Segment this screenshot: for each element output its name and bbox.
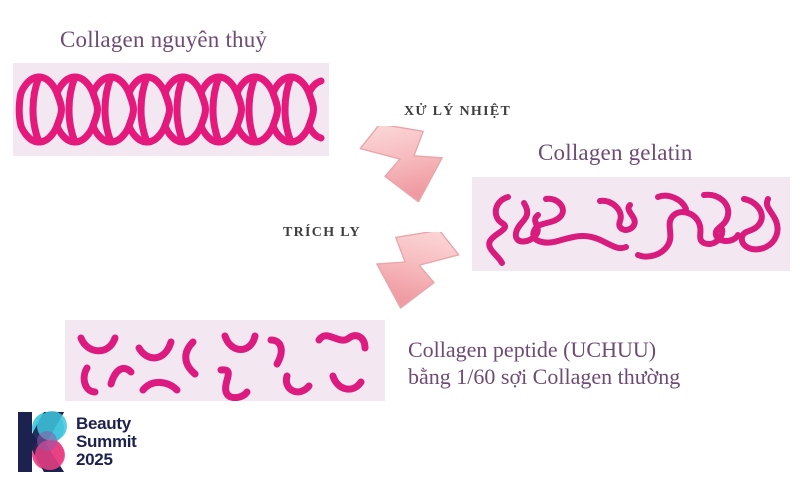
step-label-heat-treatment: XỬ LÝ NHIỆT xyxy=(404,104,512,119)
collagen-peptide-label-line1: Collagen peptide (UCHUU) xyxy=(408,337,657,362)
logo-line-3: 2025 xyxy=(76,450,113,469)
collagen-peptide-panel xyxy=(65,320,385,401)
arrow-down-left-icon xyxy=(365,229,467,310)
collagen-triple-helix-panel xyxy=(13,63,329,156)
logo-wordmark: Beauty Summit 2025 xyxy=(76,415,137,469)
beauty-summit-logo: Beauty Summit 2025 xyxy=(14,408,166,476)
step-label-extraction: TRÍCH LY xyxy=(283,225,361,240)
arrow-down-right-icon xyxy=(352,123,456,203)
collagen-peptide-label-line2: bằng 1/60 sợi Collagen thường xyxy=(408,364,681,389)
collagen-peptide-label: Collagen peptide (UCHUU) bằng 1/60 sợi C… xyxy=(408,336,680,390)
logo-line-2: Summit xyxy=(76,432,137,451)
logo-line-1: Beauty xyxy=(76,414,131,433)
collagen-gelatin-label: Collagen gelatin xyxy=(538,140,693,165)
logo-mark-icon xyxy=(14,410,68,474)
collagen-original-label: Collagen nguyên thuỷ xyxy=(60,27,268,52)
gelatin-random-coil-panel xyxy=(472,177,790,271)
